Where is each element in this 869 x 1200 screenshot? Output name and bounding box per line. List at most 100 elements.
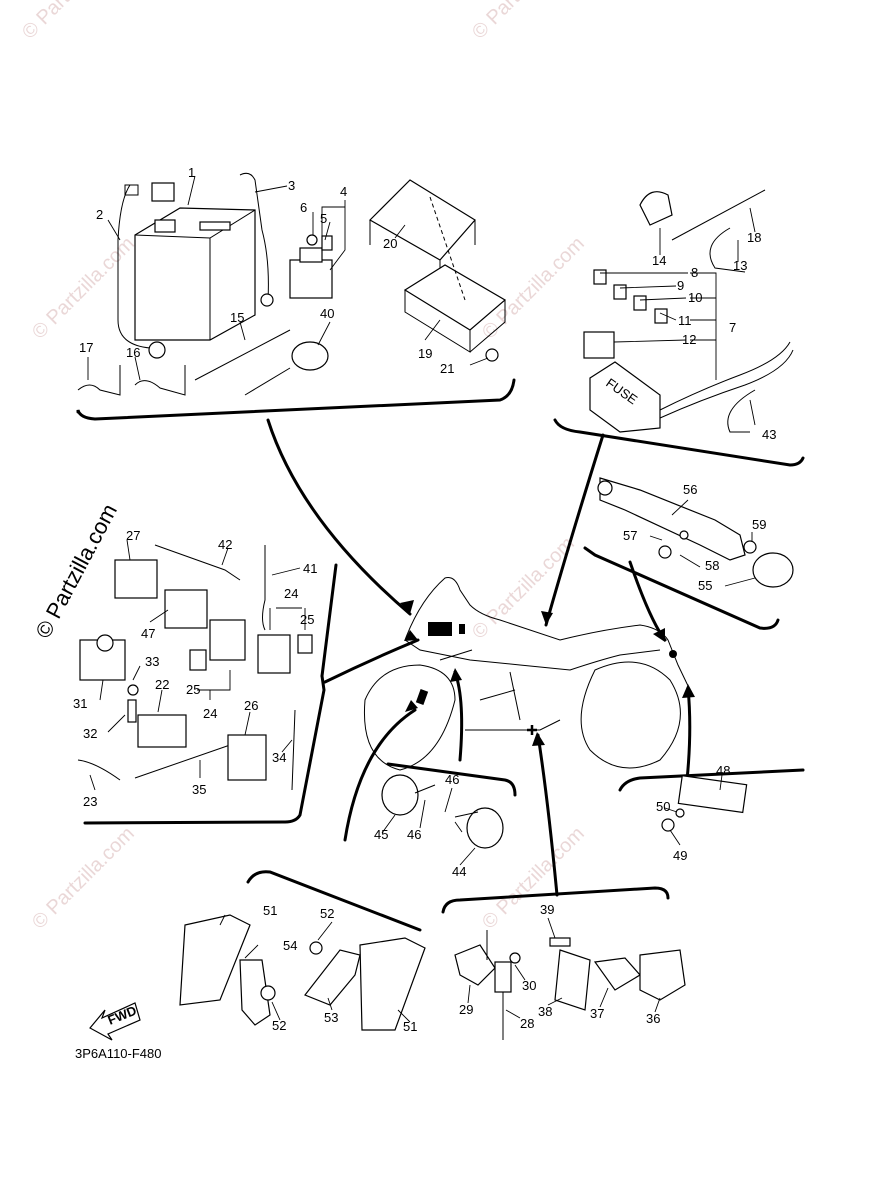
callout[interactable]: 55 bbox=[698, 578, 712, 593]
front-wheel bbox=[363, 664, 456, 771]
cable-3-end bbox=[260, 293, 274, 307]
clip-43 bbox=[727, 389, 756, 433]
group-bracket bbox=[246, 870, 422, 932]
switch-28 bbox=[494, 961, 512, 993]
bolt-30 bbox=[509, 952, 521, 964]
relay-fuse bbox=[321, 235, 333, 251]
callout[interactable]: 25 bbox=[186, 682, 200, 697]
callout[interactable]: 6 bbox=[300, 200, 307, 215]
callout[interactable]: 11 bbox=[678, 313, 692, 328]
callout[interactable]: 38 bbox=[538, 1004, 552, 1019]
callout[interactable]: 45 bbox=[374, 827, 388, 842]
fuse-10 bbox=[633, 295, 647, 311]
body-outline bbox=[404, 577, 691, 691]
callout[interactable]: 13 bbox=[733, 258, 747, 273]
callout[interactable]: 9 bbox=[677, 278, 684, 293]
callout[interactable]: 46 bbox=[445, 772, 459, 787]
callout[interactable]: 7 bbox=[729, 320, 736, 335]
callout[interactable]: 59 bbox=[752, 517, 766, 532]
tie-34 bbox=[291, 709, 296, 791]
callout[interactable]: 50 bbox=[656, 799, 670, 814]
bracket-36 bbox=[639, 949, 686, 1001]
callout[interactable]: 33 bbox=[145, 654, 159, 669]
callout[interactable]: 24 bbox=[203, 706, 217, 721]
horn-44 bbox=[466, 807, 504, 849]
relay-27 bbox=[114, 559, 158, 599]
callout[interactable]: 58 bbox=[705, 558, 719, 573]
cable-terminal-end bbox=[148, 341, 166, 359]
callout[interactable]: 43 bbox=[762, 427, 776, 442]
callout[interactable]: 20 bbox=[383, 236, 397, 251]
callout[interactable]: 53 bbox=[324, 1010, 338, 1025]
callout[interactable]: 25 bbox=[300, 612, 314, 627]
motorcycle-outline bbox=[363, 577, 691, 771]
callout[interactable]: 44 bbox=[452, 864, 466, 879]
callout[interactable]: 40 bbox=[320, 306, 334, 321]
callout[interactable]: 41 bbox=[303, 561, 317, 576]
callout[interactable]: 32 bbox=[83, 726, 97, 741]
callout[interactable]: 54 bbox=[283, 938, 297, 953]
callout[interactable]: 17 bbox=[79, 340, 93, 355]
callout[interactable]: 48 bbox=[716, 763, 730, 778]
callout[interactable]: 57 bbox=[623, 528, 637, 543]
callout[interactable]: 52 bbox=[272, 1018, 286, 1033]
group-bracket bbox=[441, 886, 670, 914]
callout[interactable]: 30 bbox=[522, 978, 536, 993]
callout[interactable]: 16 bbox=[126, 345, 140, 360]
callout[interactable]: 39 bbox=[540, 902, 554, 917]
watermark-main: © Partzilla.com bbox=[30, 500, 122, 643]
callout[interactable]: 46 bbox=[407, 827, 421, 842]
callout[interactable]: 21 bbox=[440, 361, 454, 376]
lead-41 bbox=[262, 545, 266, 631]
callout[interactable]: 10 bbox=[688, 290, 702, 305]
callout[interactable]: 34 bbox=[272, 750, 286, 765]
group-horns bbox=[381, 762, 517, 866]
callout[interactable]: 28 bbox=[520, 1016, 534, 1031]
clamp-16 bbox=[134, 365, 186, 396]
callout[interactable]: 24 bbox=[284, 586, 298, 601]
callout[interactable]: 52 bbox=[320, 906, 334, 921]
callout[interactable]: 27 bbox=[126, 528, 140, 543]
cable-tie bbox=[194, 329, 291, 381]
callout[interactable]: 37 bbox=[590, 1006, 604, 1021]
callout[interactable]: 15 bbox=[230, 310, 244, 325]
callout[interactable]: 23 bbox=[83, 794, 97, 809]
relay-47 bbox=[164, 589, 208, 629]
wire-harness bbox=[659, 341, 791, 411]
group-relays bbox=[77, 539, 338, 825]
callout[interactable]: 1 bbox=[188, 165, 195, 180]
diagram-code: 3P6A110-F480 bbox=[75, 1046, 162, 1061]
rear-wheel bbox=[580, 661, 681, 769]
callout[interactable]: 49 bbox=[673, 848, 687, 863]
callout[interactable]: 22 bbox=[155, 677, 169, 692]
callout[interactable]: 8 bbox=[691, 265, 698, 280]
mount-bracket bbox=[599, 477, 746, 561]
group-light-bracket bbox=[583, 477, 794, 630]
callout[interactable]: 12 bbox=[682, 332, 696, 347]
callout[interactable]: 14 bbox=[652, 253, 666, 268]
group-reflector bbox=[618, 768, 805, 846]
callout[interactable]: 29 bbox=[459, 1002, 473, 1017]
callout[interactable]: 56 bbox=[683, 482, 697, 497]
callout[interactable]: 4 bbox=[340, 184, 347, 199]
callout[interactable]: 51 bbox=[403, 1019, 417, 1034]
callout[interactable]: 36 bbox=[646, 1011, 660, 1026]
callouts: 1 2 3 4 5 6 7 8 9 10 11 12 13 14 15 16 1… bbox=[73, 165, 776, 1034]
callout[interactable]: 51 bbox=[263, 903, 277, 918]
callout[interactable]: 31 bbox=[73, 696, 87, 711]
callout[interactable]: 47 bbox=[141, 626, 155, 641]
callout[interactable]: 2 bbox=[96, 207, 103, 222]
watermark: © Partzilla.com bbox=[468, 0, 579, 44]
callout[interactable]: 42 bbox=[218, 537, 232, 552]
group-fuses: FUSE bbox=[553, 189, 805, 467]
unit-22 bbox=[137, 714, 187, 748]
relay-25 bbox=[189, 649, 207, 671]
callout[interactable]: 18 bbox=[747, 230, 761, 245]
nut-58 bbox=[658, 545, 672, 559]
callout[interactable]: 5 bbox=[320, 211, 327, 226]
callout[interactable]: 19 bbox=[418, 346, 432, 361]
battery bbox=[134, 182, 256, 341]
callout[interactable]: 35 bbox=[192, 782, 206, 797]
callout[interactable]: 3 bbox=[288, 178, 295, 193]
callout[interactable]: 26 bbox=[244, 698, 258, 713]
